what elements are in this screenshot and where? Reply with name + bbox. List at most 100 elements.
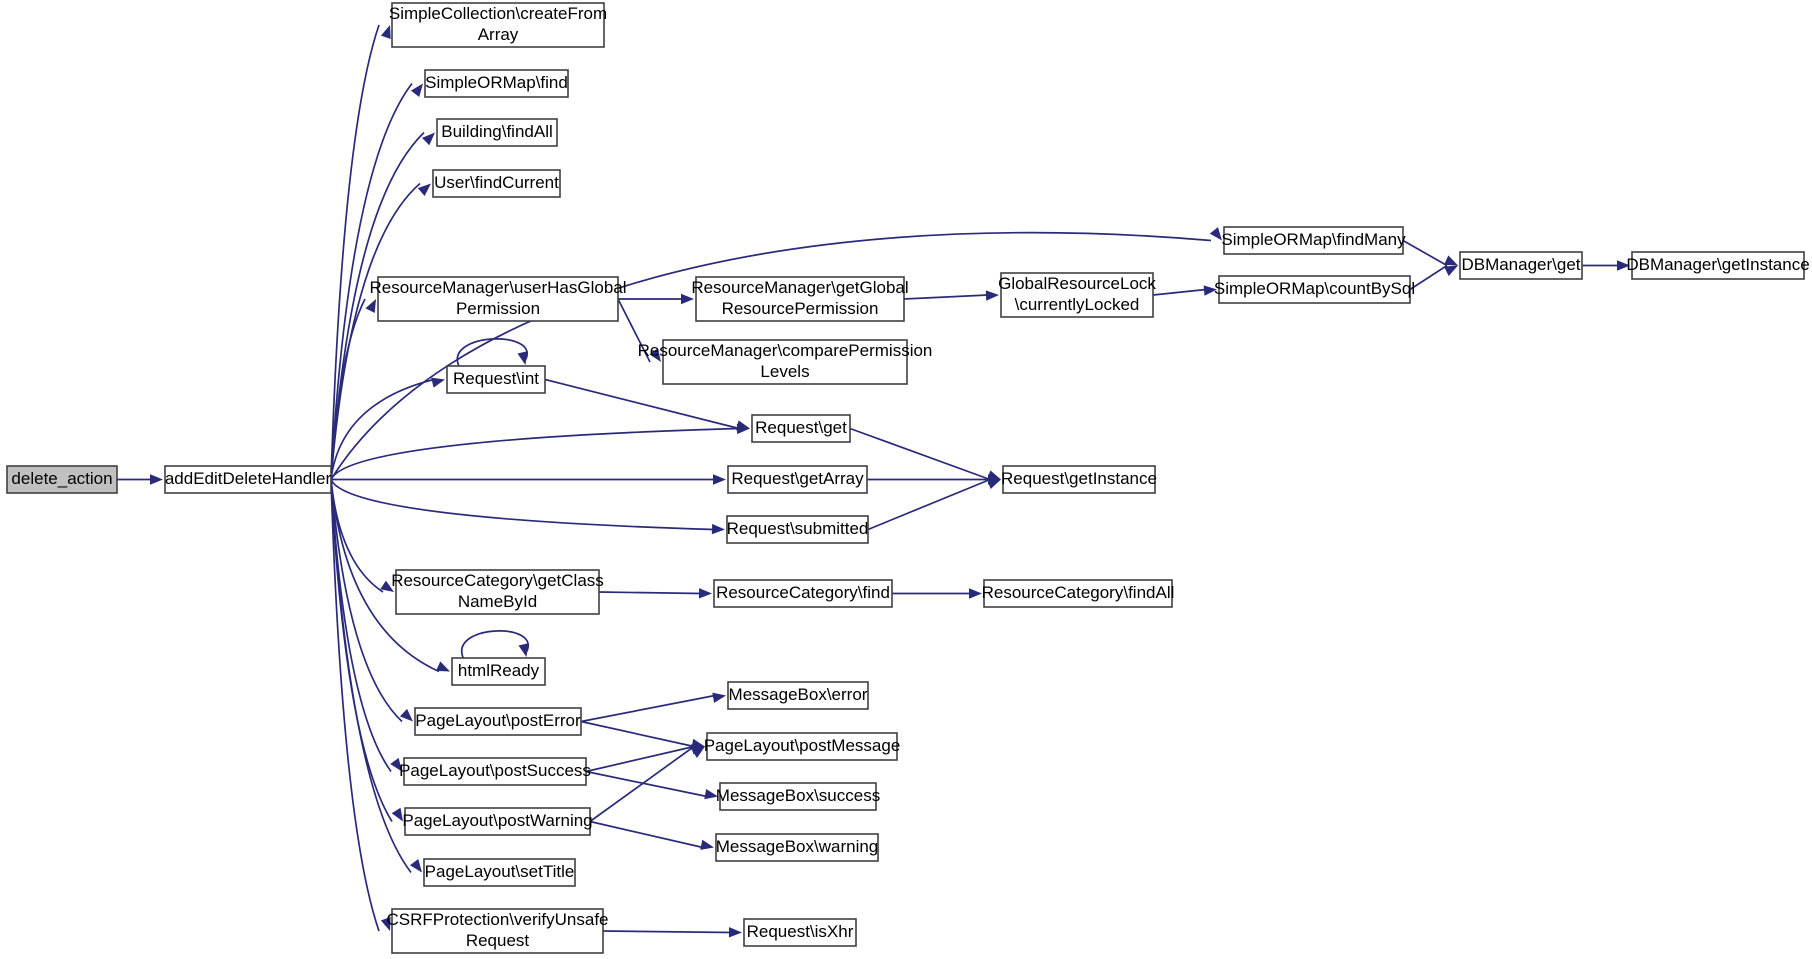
node-box[interactable] xyxy=(404,807,591,836)
arrowhead xyxy=(649,348,661,362)
edge-dbmanager_get-to-dbmanager_getinst xyxy=(1582,260,1630,271)
node-box[interactable] xyxy=(695,276,905,322)
node-label: SimpleCollection\createFrom xyxy=(389,4,607,23)
node-box[interactable] xyxy=(1631,251,1805,280)
graph-node-request_getinstance[interactable]: Request\getInstanceRequest\getInstance xyxy=(1001,465,1157,494)
node-box[interactable] xyxy=(1000,272,1154,318)
edge-delete_action-to-addEditDeleteHandler xyxy=(117,474,163,485)
node-box[interactable] xyxy=(706,732,898,761)
arrowhead xyxy=(969,588,982,599)
node-box[interactable] xyxy=(751,414,851,443)
arrowhead xyxy=(431,377,445,388)
graph-node-findMany[interactable]: SimpleORMap\findManySimpleORMap\findMany xyxy=(1221,226,1406,255)
graph-node-postError[interactable]: PageLayout\postErrorPageLayout\postError xyxy=(414,707,582,736)
node-box[interactable] xyxy=(395,569,600,615)
graph-node-setTitle[interactable]: PageLayout\setTitlePageLayout\setTitle xyxy=(423,858,576,887)
graph-node-verifyUnsafeRequest[interactable]: CSRFProtection\verifyUnsafeRequestCSRFPr… xyxy=(386,908,609,954)
graph-node-htmlReady[interactable]: htmlReadyhtmlReady xyxy=(451,657,546,686)
graph-node-messagebox_warning[interactable]: MessageBox\warningMessageBox\warning xyxy=(715,833,879,862)
graph-node-request_isxhr[interactable]: Request\isXhrRequest\isXhr xyxy=(743,918,857,947)
node-box[interactable] xyxy=(715,833,879,862)
edge-postWarning-to-postMessage xyxy=(589,745,705,823)
graph-node-building_findall[interactable]: Building\findAllBuilding\findAll xyxy=(436,118,558,147)
graph-node-getClassNameById[interactable]: ResourceCategory\getClassNameByIdResourc… xyxy=(391,569,604,615)
node-label: MessageBox\warning xyxy=(716,837,879,856)
node-box[interactable] xyxy=(983,579,1173,608)
graph-node-delete_action[interactable]: delete_actiondelete_action xyxy=(6,465,118,494)
node-box[interactable] xyxy=(164,465,332,494)
node-box[interactable] xyxy=(719,782,877,811)
arrowhead xyxy=(436,661,450,672)
graph-node-simpleormap_find[interactable]: SimpleORMap\findSimpleORMap\find xyxy=(424,69,569,98)
edge-addEditDeleteHandler-to-request_get xyxy=(330,423,750,480)
edge-userHasGlobalPerm-to-getGlobalResPerm xyxy=(618,293,694,305)
node-box[interactable] xyxy=(377,276,619,322)
node-box[interactable] xyxy=(424,69,569,98)
graph-node-getGlobalResPerm[interactable]: ResourceManager\getGlobalResourcePermiss… xyxy=(691,276,909,322)
node-box[interactable] xyxy=(391,2,605,48)
node-box[interactable] xyxy=(743,918,857,947)
graph-node-countBySql[interactable]: SimpleORMap\countBySqlSimpleORMap\countB… xyxy=(1214,275,1415,304)
graph-node-user_findcurrent[interactable]: User\findCurrentUser\findCurrent xyxy=(432,169,561,198)
arrowhead xyxy=(736,420,750,431)
graph-node-postSuccess[interactable]: PageLayout\postSuccessPageLayout\postSuc… xyxy=(399,757,591,786)
graph-node-postWarning[interactable]: PageLayout\postWarningPageLayout\postWar… xyxy=(402,807,593,836)
node-box[interactable] xyxy=(391,908,604,954)
node-box[interactable] xyxy=(1223,226,1404,255)
graph-node-addEditDeleteHandler[interactable]: addEditDeleteHandleraddEditDeleteHandler xyxy=(164,465,332,494)
node-box[interactable] xyxy=(451,657,546,686)
node-label: ResourceManager\comparePermission xyxy=(638,341,933,360)
edge-addEditDeleteHandler-to-verifyUnsafeRequest xyxy=(330,479,391,932)
arrowhead xyxy=(1209,227,1222,241)
edge-verifyUnsafeRequest-to-request_isxhr xyxy=(602,927,742,938)
node-box[interactable] xyxy=(727,681,869,710)
node-box[interactable] xyxy=(436,118,558,147)
node-box[interactable] xyxy=(403,757,587,786)
graph-node-createFromArray[interactable]: SimpleCollection\createFromArraySimpleCo… xyxy=(389,2,607,48)
graph-node-comparePermLevels[interactable]: ResourceManager\comparePermissionLevelsR… xyxy=(638,339,933,385)
node-box[interactable] xyxy=(432,169,561,198)
graph-node-currentlyLocked[interactable]: GlobalResourceLock\currentlyLockedGlobal… xyxy=(998,272,1156,318)
edge-addEditDeleteHandler-to-postSuccess xyxy=(330,479,402,772)
graph-node-messagebox_success[interactable]: MessageBox\successMessageBox\success xyxy=(716,782,880,811)
node-label: SimpleORMap\findMany xyxy=(1221,230,1406,249)
edge-addEditDeleteHandler-to-simpleormap_find xyxy=(330,82,423,480)
node-label: ResourceManager\userHasGlobal xyxy=(369,278,626,297)
graph-node-rescat_findall[interactable]: ResourceCategory\findAllResourceCategory… xyxy=(982,579,1175,608)
node-box[interactable] xyxy=(727,465,868,494)
graph-node-rescat_find[interactable]: ResourceCategory\findResourceCategory\fi… xyxy=(713,579,893,608)
graph-node-messagebox_error[interactable]: MessageBox\errorMessageBox\error xyxy=(727,681,869,710)
graph-node-dbmanager_getinst[interactable]: DBManager\getInstanceDBManager\getInstan… xyxy=(1626,251,1810,280)
node-box[interactable] xyxy=(713,579,893,608)
edge-postError-to-messagebox_error xyxy=(580,692,726,723)
arrowhead xyxy=(399,708,413,722)
node-label: Permission xyxy=(456,299,540,318)
node-box[interactable] xyxy=(1218,275,1411,304)
graph-node-postMessage[interactable]: PageLayout\postMessagePageLayout\postMes… xyxy=(704,732,901,761)
node-box[interactable] xyxy=(726,515,869,544)
graph-node-userHasGlobalPerm[interactable]: ResourceManager\userHasGlobalPermissionR… xyxy=(369,276,627,322)
node-box[interactable] xyxy=(414,707,582,736)
node-box[interactable] xyxy=(6,465,118,494)
node-label: Request\submitted xyxy=(727,519,869,538)
arrowhead xyxy=(391,807,403,822)
edge-addEditDeleteHandler-to-setTitle xyxy=(330,479,422,874)
node-box[interactable] xyxy=(446,365,546,394)
node-box[interactable] xyxy=(1002,465,1156,494)
edge-request_get-to-request_getinstance xyxy=(849,427,1001,481)
node-label: ResourcePermission xyxy=(722,299,879,318)
node-box[interactable] xyxy=(1459,251,1583,280)
node-box[interactable] xyxy=(662,339,908,385)
arrowhead xyxy=(1444,255,1458,266)
node-box[interactable] xyxy=(423,858,576,887)
edge-htmlReady-to-htmlReady xyxy=(460,630,530,659)
edge-postError-to-postMessage xyxy=(580,720,705,750)
arrowhead xyxy=(390,757,402,772)
arrowhead xyxy=(1203,285,1217,296)
